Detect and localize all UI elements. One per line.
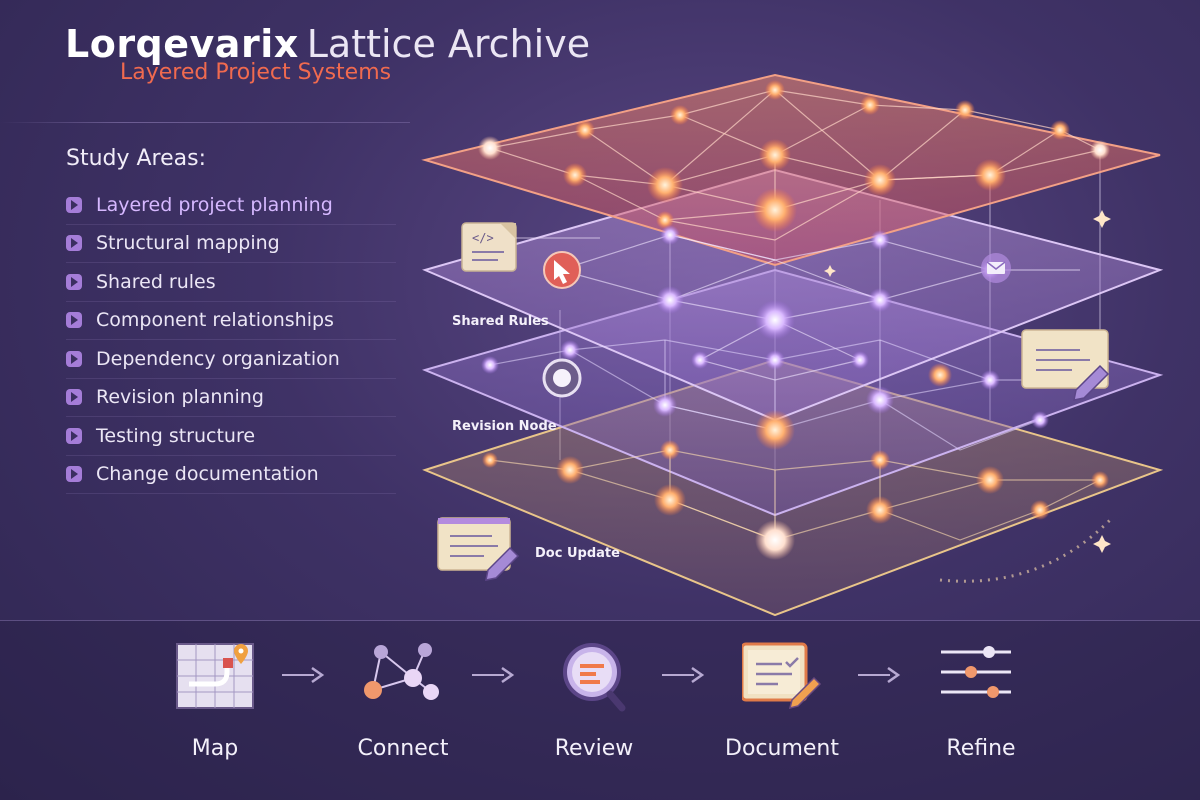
study-item[interactable]: Revision planning: [66, 379, 396, 417]
study-item-label: Revision planning: [96, 386, 264, 409]
shared-rules-label: Shared Rules: [452, 314, 549, 329]
study-item-label: Structural mapping: [96, 232, 280, 255]
map-grid-icon: [176, 643, 254, 709]
play-bullet-icon: [66, 427, 82, 444]
play-bullet-icon: [66, 350, 82, 367]
layer-1-nodes: [478, 80, 1110, 232]
doc-update-label: Doc Update: [535, 546, 620, 561]
study-item-label: Layered project planning: [96, 193, 333, 216]
layer-1: [421, 73, 1161, 267]
study-item-label: Component relationships: [96, 309, 334, 332]
study-item-label: Shared rules: [96, 270, 216, 293]
step-label: Connect: [357, 736, 449, 761]
sliders-icon: [941, 646, 1011, 698]
study-item[interactable]: Change documentation: [66, 456, 396, 494]
layered-lattice-diagram: </>: [421, 73, 1164, 617]
play-bullet-icon: [66, 273, 82, 290]
step-label: Map: [191, 736, 239, 761]
play-bullet-icon: [66, 312, 82, 329]
play-bullet-icon: [66, 389, 82, 406]
study-areas-list: Layered project planning Structural mapp…: [66, 186, 396, 494]
layer-4-nodes: [482, 440, 1109, 560]
workflow-divider: [0, 620, 1200, 621]
magnifier-icon: [563, 643, 626, 712]
study-item-label: Dependency organization: [96, 347, 340, 370]
document-edit-icon: [1021, 329, 1110, 401]
study-item[interactable]: Testing structure: [66, 417, 396, 456]
arrow-right-icon: [858, 666, 901, 684]
code-file-icon: </>: [461, 222, 517, 272]
play-bullet-icon: [66, 466, 82, 483]
study-item-label: Change documentation: [96, 463, 319, 486]
study-item-label: Testing structure: [96, 424, 256, 447]
network-nodes-icon: [364, 643, 439, 700]
arrow-right-icon: [472, 666, 515, 684]
doc-update-icon: [437, 517, 520, 581]
brand-name: Lorqevarix: [65, 22, 299, 66]
study-item[interactable]: Layered project planning: [66, 186, 396, 225]
title-text: Lattice Archive: [306, 22, 591, 66]
layer-3-nodes: [481, 340, 1049, 450]
step-label: Review: [554, 736, 634, 761]
play-bullet-icon: [66, 196, 82, 213]
subtitle: Layered Project Systems: [120, 60, 392, 85]
study-item[interactable]: Structural mapping: [66, 225, 396, 263]
arrow-right-icon: [662, 666, 705, 684]
revision-node-icon: [542, 358, 582, 398]
study-item[interactable]: Dependency organization: [66, 340, 396, 379]
svg-text:</>: </>: [472, 231, 494, 245]
revision-node-label: Revision Node: [452, 419, 557, 434]
sparkle-icons: [824, 210, 1111, 553]
study-areas-heading: Study Areas:: [66, 146, 207, 171]
envelope-badge-icon: [981, 253, 1011, 283]
document-pencil-icon: [742, 642, 822, 710]
play-bullet-icon: [66, 235, 82, 252]
cursor-badge-icon: [543, 251, 581, 289]
study-item[interactable]: Component relationships: [66, 302, 396, 340]
step-label: Document: [725, 736, 839, 761]
study-item[interactable]: Shared rules: [66, 263, 396, 302]
arrow-right-icon: [282, 666, 325, 684]
header-divider: [0, 122, 410, 123]
step-label: Refine: [946, 736, 1016, 761]
